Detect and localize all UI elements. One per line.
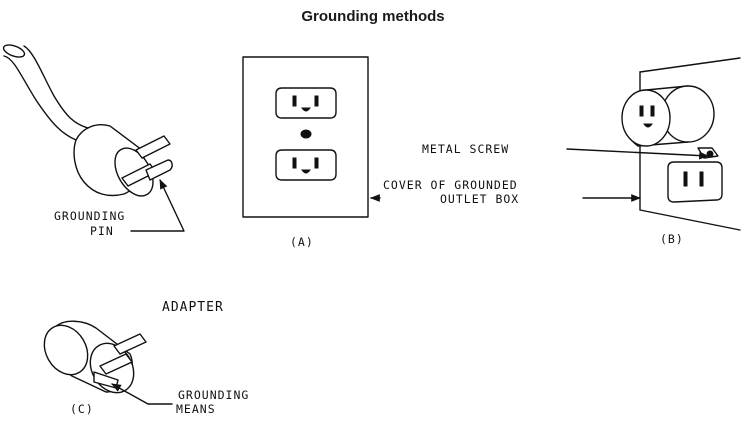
metal-screw-label: METAL SCREW	[422, 142, 510, 156]
grounding-pin-label-line2: PIN	[90, 224, 114, 238]
three-prong-plug-illustration	[2, 44, 173, 197]
figure-b-label: (B)	[660, 232, 684, 246]
diagram-title: Grounding methods	[301, 8, 445, 25]
grounding-pin-leader	[130, 179, 185, 232]
adapter-plug-illustration	[43, 320, 147, 394]
grounding-means-label-line2: MEANS	[176, 402, 216, 416]
cover-label-line1: COVER OF GROUNDED	[383, 178, 518, 192]
grounding-means-label-line1: GROUNDING	[178, 388, 250, 402]
grounding-means-leader	[111, 383, 173, 405]
wall-outlet-with-adapter-illustration	[621, 57, 741, 231]
figure-c-label: (C)	[70, 402, 94, 416]
adapter-label: ADAPTER	[162, 300, 224, 315]
grounding-pin-label-line1: GROUNDING	[54, 209, 126, 223]
cover-label-line2: OUTLET BOX	[440, 192, 520, 206]
figure-a-label: (A)	[290, 235, 314, 249]
duplex-outlet-cover-illustration	[242, 56, 369, 218]
metal-screw-leader	[566, 148, 709, 160]
